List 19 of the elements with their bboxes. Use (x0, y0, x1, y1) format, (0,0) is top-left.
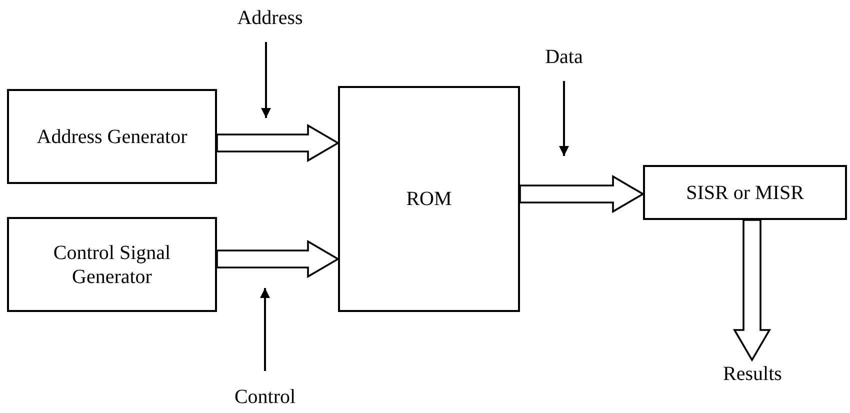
arrow (260, 288, 270, 371)
hollow-arrow (216, 240, 340, 278)
block-box (338, 86, 520, 312)
signal-label: Address (237, 6, 303, 30)
hollow-arrow (519, 174, 645, 214)
block-box (7, 217, 217, 312)
block-box (7, 89, 217, 184)
signal-label: Control (234, 385, 296, 409)
block-label: Control Signal Generator (52, 240, 172, 288)
block-label: ROM (406, 187, 452, 211)
block-box (643, 165, 847, 220)
signal-label: Results (723, 362, 782, 386)
signal-label: Data (545, 45, 583, 69)
hollow-arrow (732, 219, 772, 362)
block-label: Address Generator (36, 124, 188, 148)
arrow (261, 42, 271, 118)
arrow (559, 81, 569, 156)
hollow-arrow (216, 124, 340, 162)
block-label: SISR or MISR (686, 180, 804, 204)
